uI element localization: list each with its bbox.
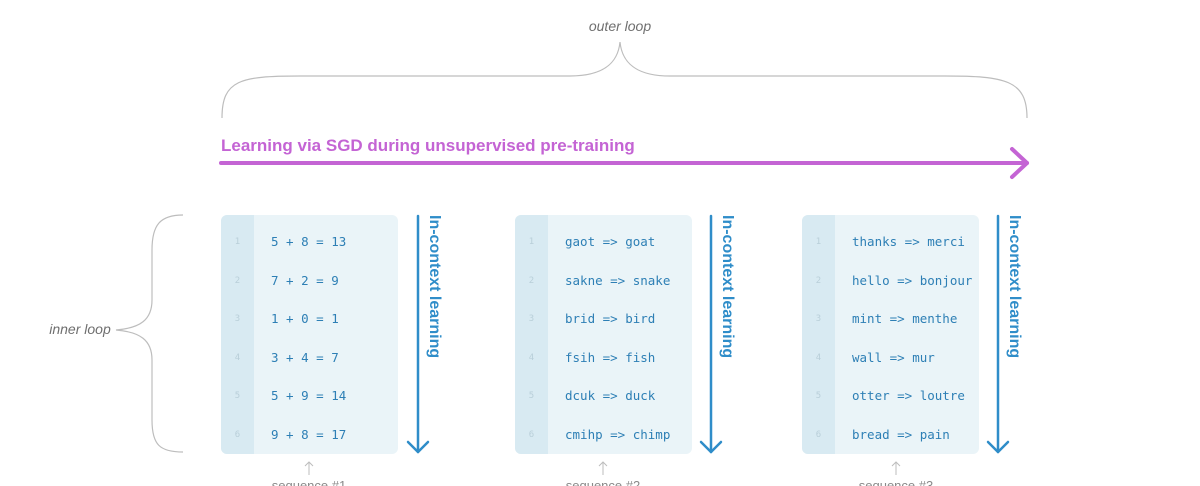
line-text: 5 + 9 = 14 bbox=[271, 388, 347, 403]
sequence-line: 1 thanks => merci bbox=[802, 223, 979, 262]
line-text: thanks => merci bbox=[852, 234, 965, 249]
line-text: 5 + 8 = 13 bbox=[271, 234, 347, 249]
line-text: wall => mur bbox=[852, 349, 935, 365]
line-text: gaot => goat bbox=[565, 234, 656, 249]
icl-label-2: In-context learning bbox=[719, 215, 736, 359]
line-number: 5 bbox=[528, 391, 535, 401]
line-text: otter => loutre bbox=[852, 388, 965, 403]
line-text: mint => menthe bbox=[852, 311, 958, 326]
line-number: 2 bbox=[528, 275, 535, 286]
line-text: 1 + 0 = 1 bbox=[271, 311, 339, 326]
line-number: 6 bbox=[234, 429, 241, 440]
sequence-line: 6 9 + 8 = 17 bbox=[221, 416, 398, 455]
inner-loop-brace bbox=[115, 214, 184, 453]
line-number: 2 bbox=[815, 275, 822, 286]
sequence-line: 1 gaot => goat bbox=[515, 223, 692, 262]
sequence-label-2: sequence #2 bbox=[565, 478, 641, 486]
line-number-gutter bbox=[802, 215, 835, 454]
inner-loop-label: inner loop bbox=[49, 321, 111, 337]
sequence-line: 4 3 + 4 = 7 bbox=[221, 339, 398, 378]
icl-label-3: In-context learning bbox=[1006, 215, 1023, 359]
sequence-line: 5 dcuk => duck bbox=[515, 377, 692, 416]
line-number: 4 bbox=[528, 352, 535, 363]
sequence-line: 3 brid => bird bbox=[515, 300, 692, 339]
sequence-line: 2 hello => bonjour bbox=[802, 262, 979, 301]
sequence-box-1: 1 5 + 8 = 13 2 7 + 2 = 9 3 1 + 0 = 1 4 3 + 4… bbox=[221, 215, 398, 454]
sequence-label-3: sequence #3 bbox=[858, 478, 934, 486]
sequence-line: 4 wall => mur bbox=[802, 339, 979, 378]
sequence-line: 6 bread => pain bbox=[802, 416, 979, 455]
line-number: 5 bbox=[815, 391, 822, 401]
line-number: 1 bbox=[528, 237, 535, 247]
line-number: 3 bbox=[234, 314, 241, 324]
sequence-line: 4 fsih => fish bbox=[515, 339, 692, 378]
line-text: cmihp => chimp bbox=[565, 426, 671, 442]
line-text: 3 + 4 = 7 bbox=[271, 349, 339, 365]
line-text: sakne => snake bbox=[565, 272, 671, 288]
line-number: 4 bbox=[815, 352, 822, 363]
sgd-arrow-head bbox=[1010, 147, 1029, 179]
sequence-label-1: sequence #1 bbox=[271, 478, 347, 486]
line-number: 1 bbox=[234, 237, 241, 247]
icl-arrow-1 bbox=[406, 214, 430, 454]
sequence-line: 3 1 + 0 = 1 bbox=[221, 300, 398, 339]
line-number-gutter bbox=[221, 215, 254, 454]
line-text: brid => bird bbox=[565, 311, 656, 326]
line-number: 3 bbox=[528, 314, 535, 324]
line-number: 6 bbox=[528, 429, 535, 440]
outer-loop-label: outer loop bbox=[588, 18, 652, 34]
outer-loop-brace bbox=[221, 41, 1028, 119]
line-text: 9 + 8 = 17 bbox=[271, 426, 347, 442]
line-number: 6 bbox=[815, 429, 822, 440]
icl-label-1: In-context learning bbox=[426, 215, 443, 359]
sequence-line: 3 mint => menthe bbox=[802, 300, 979, 339]
line-number: 1 bbox=[815, 237, 822, 247]
line-number: 4 bbox=[234, 352, 241, 363]
sequence-lines: 1 5 + 8 = 13 2 7 + 2 = 9 3 1 + 0 = 1 4 3 + 4… bbox=[221, 223, 398, 454]
sequence-line: 5 5 + 9 = 14 bbox=[221, 377, 398, 416]
line-number-gutter bbox=[515, 215, 548, 454]
line-text: fsih => fish bbox=[565, 349, 656, 365]
sgd-label: Learning via SGD during unsupervised pre… bbox=[221, 136, 635, 155]
line-text: bread => pain bbox=[852, 426, 950, 442]
line-text: dcuk => duck bbox=[565, 388, 656, 403]
sequence-pointer-3 bbox=[891, 461, 901, 475]
sequence-pointer-1 bbox=[304, 461, 314, 475]
line-number: 2 bbox=[234, 275, 241, 286]
line-number: 3 bbox=[815, 314, 822, 324]
sequence-line: 6 cmihp => chimp bbox=[515, 416, 692, 455]
sequence-box-2: 1 gaot => goat 2 sakne => snake 3 brid => b… bbox=[515, 215, 692, 454]
icl-arrow-2 bbox=[699, 214, 723, 454]
sequence-lines: 1 gaot => goat 2 sakne => snake 3 brid => b… bbox=[515, 223, 692, 454]
sequence-line: 2 sakne => snake bbox=[515, 262, 692, 301]
icl-arrow-3 bbox=[986, 214, 1010, 454]
sequence-line: 5 otter => loutre bbox=[802, 377, 979, 416]
sequence-lines: 1 thanks => merci 2 hello => bonjour 3 mint… bbox=[802, 223, 979, 454]
sequence-line: 2 7 + 2 = 9 bbox=[221, 262, 398, 301]
line-text: hello => bonjour bbox=[852, 272, 973, 288]
sequence-pointer-2 bbox=[598, 461, 608, 475]
sequence-line: 1 5 + 8 = 13 bbox=[221, 223, 398, 262]
line-number: 5 bbox=[234, 391, 241, 401]
line-text: 7 + 2 = 9 bbox=[271, 272, 339, 288]
sequence-box-3: 1 thanks => merci 2 hello => bonjour 3 mint… bbox=[802, 215, 979, 454]
